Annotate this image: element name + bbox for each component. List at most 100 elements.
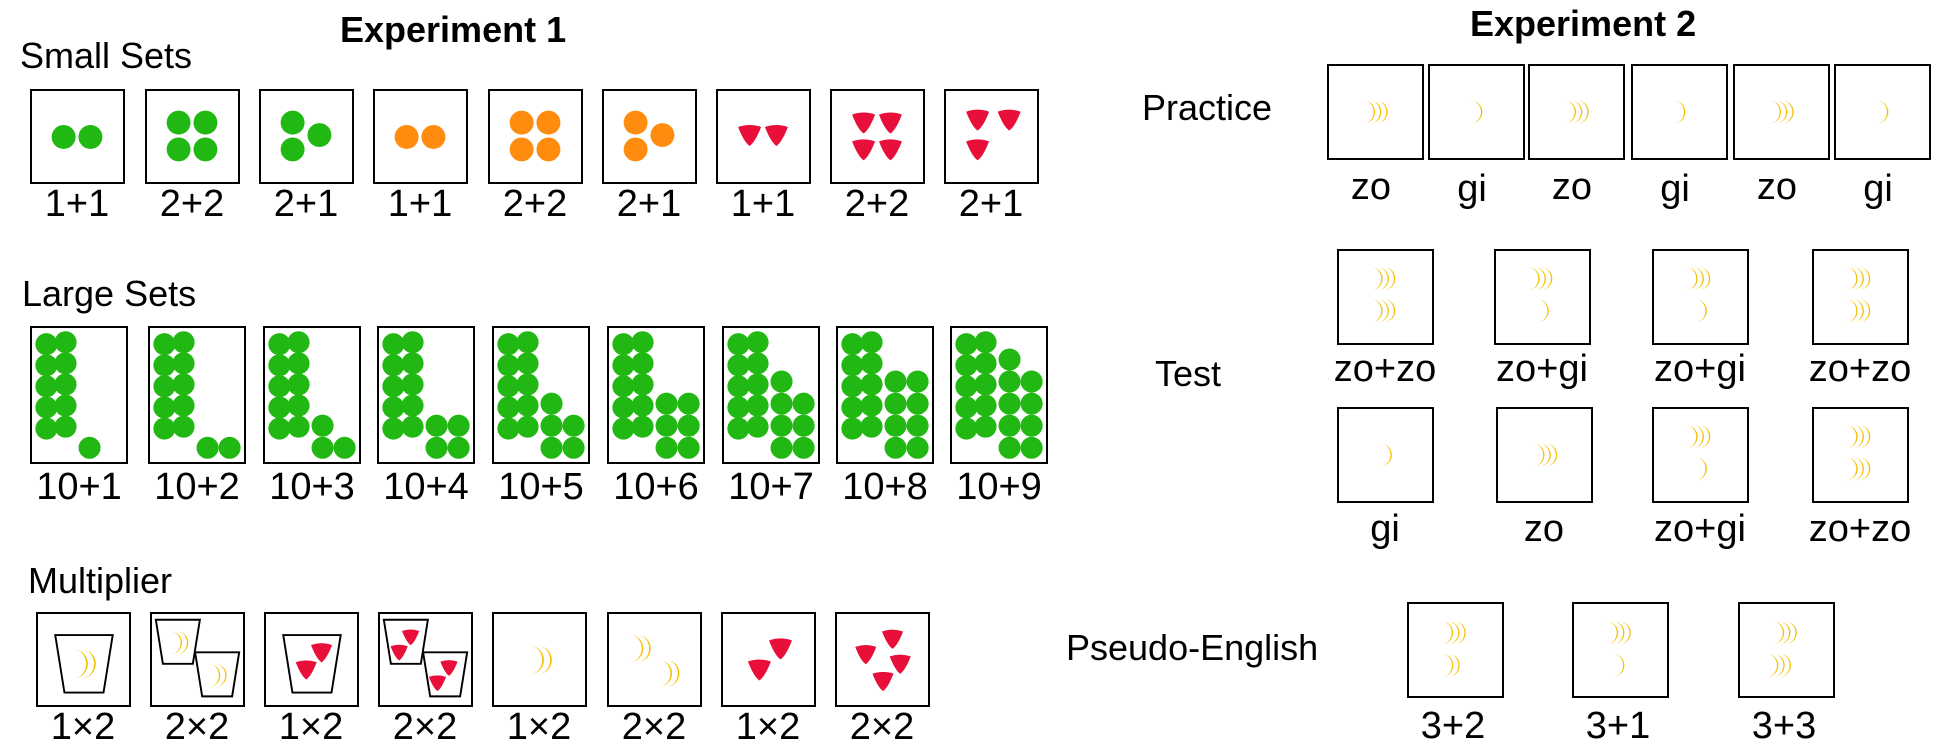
wedge-icon — [889, 654, 911, 674]
dot-icon — [311, 436, 334, 459]
crescent-icon — [208, 663, 221, 687]
dot-icon — [447, 436, 470, 459]
dot-icon — [382, 417, 405, 440]
dot-icon — [497, 396, 520, 419]
dot-icon — [35, 375, 58, 398]
test-box — [1652, 249, 1749, 345]
test-caption: zo — [1523, 508, 1565, 550]
pseudo-english-caption: 3+1 — [1585, 705, 1651, 747]
dot-icon — [196, 436, 219, 459]
cup-icon — [193, 651, 241, 698]
crescent-icon — [1766, 653, 1779, 677]
dot-icon — [612, 417, 635, 440]
dot-icon — [1020, 436, 1043, 459]
dot-icon — [78, 125, 103, 149]
experiment-1-title: Experiment 1 — [340, 9, 567, 50]
dot-icon — [333, 436, 356, 459]
dot-icon — [394, 125, 419, 149]
crescent-icon — [1363, 100, 1376, 124]
dot-icon — [540, 392, 563, 415]
large-set-box — [30, 326, 128, 464]
dot-icon — [421, 125, 446, 149]
wedge-icon — [295, 660, 317, 680]
cup-icon — [154, 618, 202, 665]
multiplier-box — [835, 612, 930, 707]
dot-icon — [218, 436, 241, 459]
test-box — [1337, 249, 1434, 345]
test-box — [1337, 407, 1434, 503]
multiplier-caption: 1×2 — [506, 706, 572, 748]
wedge-icon — [878, 112, 902, 134]
dot-icon — [906, 414, 929, 437]
pseudo-english-box — [1407, 602, 1504, 698]
wedge-icon — [747, 659, 771, 681]
dot-icon — [906, 370, 929, 393]
large-set-box — [607, 326, 705, 464]
multiplier-label: Multiplier — [28, 560, 173, 601]
dot-icon — [401, 373, 424, 396]
dot-icon — [746, 352, 769, 375]
dot-icon — [268, 333, 291, 356]
multiplier-caption: 2×2 — [164, 706, 230, 748]
multiplier-box — [150, 612, 245, 707]
dot-icon — [631, 352, 654, 375]
dot-icon — [631, 331, 654, 354]
test-caption: zo+zo — [1333, 348, 1437, 390]
dot-icon — [998, 348, 1021, 371]
small-set-box — [944, 89, 1039, 184]
dot-icon — [906, 392, 929, 415]
multiplier-box — [721, 612, 816, 707]
dot-icon — [884, 436, 907, 459]
dot-icon — [650, 123, 675, 148]
cup-icon — [282, 634, 342, 694]
crescent-icon — [1772, 621, 1785, 645]
dot-icon — [860, 415, 883, 438]
dot-icon — [974, 373, 997, 396]
pseudo-english-box — [1572, 602, 1669, 698]
small-set-caption: 2+2 — [844, 183, 910, 225]
cup-icon — [421, 651, 469, 698]
dot-icon — [172, 394, 195, 417]
test-caption: gi — [1370, 508, 1400, 550]
dot-icon — [172, 373, 195, 396]
dot-icon — [746, 373, 769, 396]
dot-icon — [382, 333, 405, 356]
crescent-icon — [1612, 653, 1625, 677]
dot-icon — [841, 417, 864, 440]
crescent-icon — [170, 631, 182, 655]
dot-icon — [447, 414, 470, 437]
dot-icon — [727, 375, 750, 398]
dot-icon — [955, 354, 978, 377]
small-set-caption: 1+1 — [730, 183, 796, 225]
dot-icon — [382, 396, 405, 419]
dot-icon — [516, 331, 539, 354]
dot-icon — [509, 110, 534, 135]
pseudo-english-box — [1738, 602, 1835, 698]
cup-icon — [382, 618, 430, 665]
dot-icon — [655, 414, 678, 437]
wedge-icon — [402, 629, 420, 646]
dot-icon — [172, 415, 195, 438]
crescent-icon — [1441, 653, 1454, 677]
crescent-icon — [1686, 267, 1698, 291]
dot-icon — [516, 415, 539, 438]
dot-icon — [631, 415, 654, 438]
small-set-caption: 2+1 — [958, 183, 1024, 225]
dot-icon — [792, 414, 815, 437]
multiplier-box — [264, 612, 359, 707]
dot-icon — [998, 370, 1021, 393]
crescent-icon — [1380, 443, 1392, 467]
dot-icon — [78, 436, 101, 459]
wedge-icon — [872, 671, 894, 692]
dot-icon — [612, 375, 635, 398]
dot-icon — [153, 354, 176, 377]
crescent-icon — [1533, 443, 1545, 467]
large-set-box — [836, 326, 934, 464]
dot-icon — [172, 352, 195, 375]
dot-icon — [998, 414, 1021, 437]
multiplier-caption: 1×2 — [278, 706, 344, 748]
multiplier-caption: 1×2 — [50, 706, 116, 748]
dot-icon — [153, 333, 176, 356]
dot-icon — [974, 352, 997, 375]
dot-icon — [540, 414, 563, 437]
